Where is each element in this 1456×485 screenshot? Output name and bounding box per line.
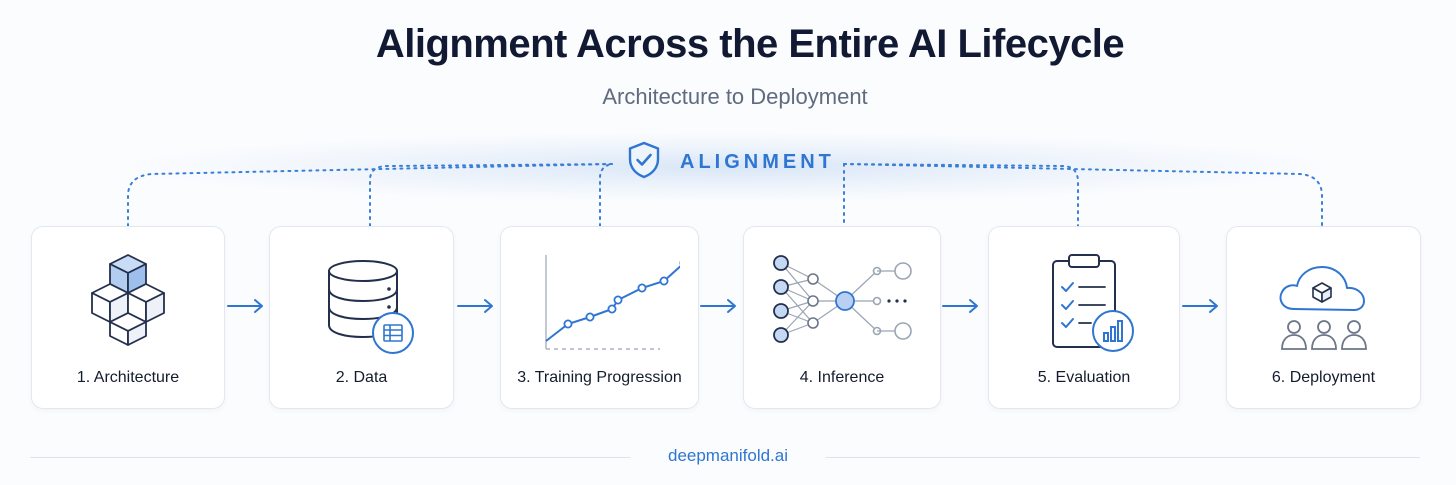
page-subtitle: Architecture to Deployment (602, 84, 868, 109)
stage-label: 1. Architecture (76, 369, 180, 386)
stage-card-evaluation: 5. Evaluation (988, 226, 1180, 409)
alignment-glow (120, 132, 1336, 202)
stage-label: 2. Data (335, 369, 388, 386)
footer-link[interactable]: deepmanifold.ai (667, 446, 789, 465)
stage-label: 6. Deployment (1271, 369, 1376, 386)
alignment-badge: ALIGNMENT (624, 140, 835, 185)
alignment-label: ALIGNMENT (680, 150, 835, 173)
arrow-right-icon (1181, 296, 1221, 321)
arrow-right-icon (941, 296, 981, 321)
stage-card-inference: 4. Inference (743, 226, 941, 409)
stage-label: 5. Evaluation (1037, 369, 1131, 386)
cloud-users-icon (1227, 249, 1420, 369)
cubes-icon (32, 249, 224, 369)
stage-card-data: 2. Data (269, 226, 454, 409)
page-title: Alignment Across the Entire AI Lifecycle (375, 22, 1125, 66)
alignment-connectors (127, 163, 1323, 227)
footer-divider-right (826, 457, 1420, 458)
line-chart-icon (501, 249, 698, 369)
arrow-right-icon (699, 296, 739, 321)
stage-label: 4. Inference (799, 369, 885, 386)
arrow-right-icon (226, 296, 266, 321)
shield-check-icon (624, 140, 664, 185)
stage-label: 3. Training Progression (517, 369, 682, 386)
stage-card-training-progression: 3. Training Progression (500, 226, 699, 409)
stage-card-architecture: 1. Architecture (31, 226, 225, 409)
neural-network-icon (744, 249, 940, 369)
stage-card-deployment: 6. Deployment (1226, 226, 1421, 409)
clipboard-checklist-icon (989, 249, 1179, 369)
database-icon (270, 249, 453, 369)
footer-divider-left (30, 457, 630, 458)
arrow-right-icon (456, 296, 496, 321)
